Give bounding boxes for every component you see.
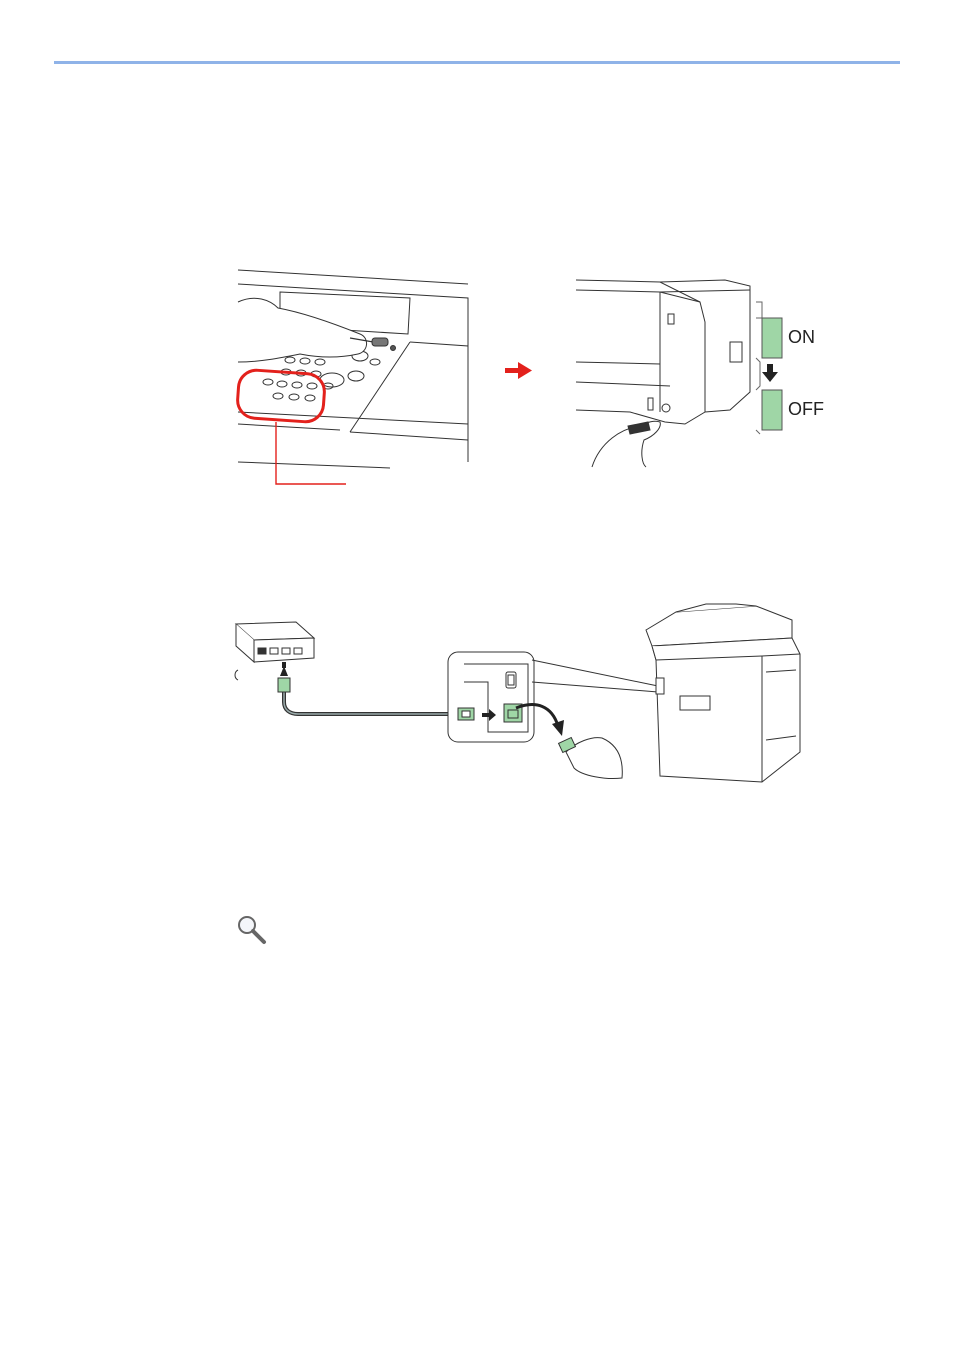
cable-disconnect-figure: [234, 603, 801, 783]
hand-with-plug-illustration: [557, 736, 623, 779]
right-arrow-icon: [505, 362, 532, 379]
power-switch-diagram: [755, 301, 783, 435]
highlight-ring: [236, 368, 326, 424]
callout-line: [275, 422, 346, 485]
printer-side-illustration: [575, 279, 751, 468]
operation-panel-illustration: [237, 269, 469, 469]
magnifier-icon: [238, 916, 266, 944]
cable-plug-hub: [277, 677, 291, 693]
switch-off-label: OFF: [788, 399, 824, 419]
printer-rear-illustration: [645, 603, 801, 783]
header-rule: [54, 61, 900, 64]
lan-cable: [282, 690, 458, 716]
right-arrow-icon: [482, 709, 496, 721]
switch-on-label: ON: [788, 327, 815, 347]
remove-arrow: [515, 703, 560, 727]
power-off-figure: ON OFF: [236, 269, 824, 485]
port-detail-box: [447, 651, 535, 743]
down-arrow-icon: [762, 364, 778, 382]
network-hub-illustration: [234, 621, 316, 681]
